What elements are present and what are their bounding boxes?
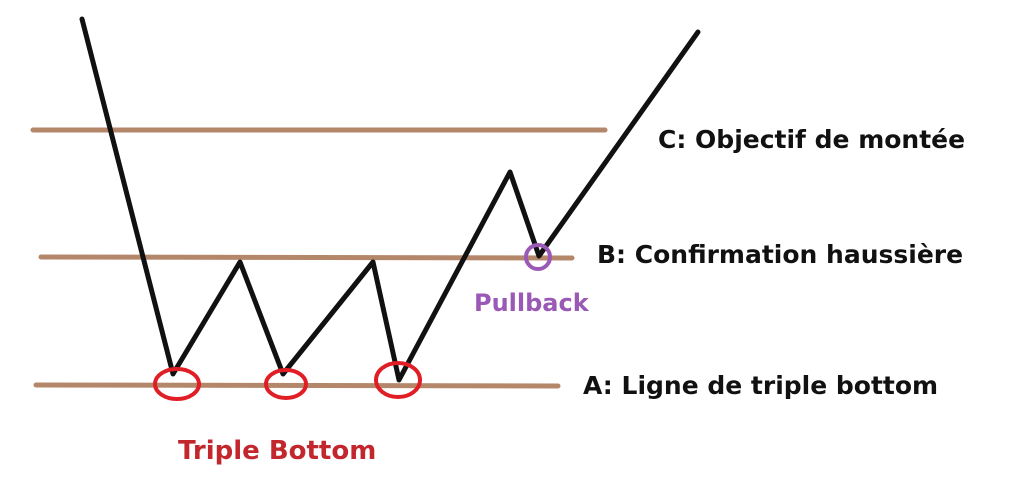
pullback-label: Pullback	[474, 289, 590, 317]
level-label-b: B: Confirmation haussière	[597, 240, 963, 269]
bottom-marker-3	[374, 361, 422, 399]
level-label-a: A: Ligne de triple bottom	[583, 371, 938, 400]
level-line-b	[38, 254, 575, 261]
pullback-marker	[524, 243, 552, 271]
level-line-a	[33, 382, 561, 389]
level-label-c: C: Objectif de montée	[658, 125, 965, 154]
bottom-marker-2	[264, 368, 308, 400]
bottom-marker-1	[153, 367, 201, 401]
price-line	[79, 16, 701, 383]
triple-bottom-label: Triple Bottom	[178, 436, 376, 466]
